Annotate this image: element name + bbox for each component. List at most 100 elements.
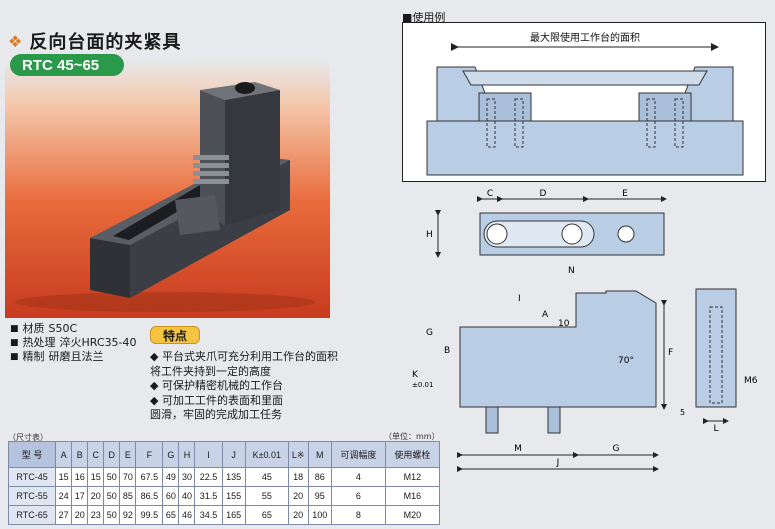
table-cell: 65 bbox=[244, 505, 289, 525]
dim-l-label: L bbox=[713, 424, 718, 434]
column-header: J bbox=[221, 441, 246, 468]
table-cell: 34.5 bbox=[194, 505, 223, 525]
table-cell: 22.5 bbox=[194, 467, 223, 487]
feature-line: 圆滑，牢固的完成加工任务 bbox=[150, 408, 282, 421]
dim-f-label: F bbox=[668, 348, 673, 358]
bullet-icon: ■ bbox=[10, 352, 19, 362]
material-specs: ■ 材质 S50C ■ 热处理 淬火HRC35-40 ■ 精制 研磨且法兰 bbox=[10, 322, 137, 364]
table-cell: 60 bbox=[162, 486, 180, 506]
dim-j-label: J bbox=[556, 458, 560, 468]
table-cell: 6 bbox=[330, 486, 386, 506]
table-cell: 95 bbox=[307, 486, 332, 506]
product-photo bbox=[5, 60, 330, 318]
dim-h-label: H bbox=[426, 230, 433, 240]
table-cell: 20 bbox=[71, 505, 89, 525]
model-cell: RTC-45 bbox=[7, 467, 57, 487]
table-cell: 15 bbox=[87, 467, 105, 487]
table-cell: 24 bbox=[55, 486, 73, 506]
end-view-body bbox=[695, 288, 737, 408]
angle-label: 70° bbox=[618, 356, 634, 366]
table-cell: 165 bbox=[221, 505, 246, 525]
model-cell: RTC-55 bbox=[7, 486, 57, 506]
table-cell: 40 bbox=[178, 486, 196, 506]
dim-d-label: D bbox=[540, 189, 547, 199]
table-cell: 20 bbox=[87, 486, 105, 506]
table-cell: 55 bbox=[244, 486, 289, 506]
table-cell: 50 bbox=[103, 505, 121, 525]
spec-row: ■ 材质 S50C bbox=[10, 322, 137, 336]
page-title: ❖ 反向台面的夹紧具 bbox=[8, 28, 181, 54]
feature-line: ◆ 可保护精密机械的工作台 bbox=[150, 379, 283, 392]
dim-b-label: B bbox=[444, 346, 450, 356]
table-cell: 20 bbox=[287, 505, 309, 525]
column-header: B bbox=[71, 441, 89, 468]
table-cell: 86.5 bbox=[135, 486, 164, 506]
table-cell: 100 bbox=[307, 505, 332, 525]
machine-table bbox=[426, 120, 744, 176]
dimension-table: 型 号 A B C D E F G H I J K±0.01 L※ M 可调幅度… bbox=[7, 441, 441, 525]
column-header: E bbox=[119, 441, 137, 468]
column-header: K±0.01 bbox=[244, 441, 289, 468]
column-header: A bbox=[55, 441, 73, 468]
table-cell: 30 bbox=[178, 467, 196, 487]
table-cell: 85 bbox=[119, 486, 137, 506]
spec-label: 热处理 bbox=[22, 336, 56, 349]
dim-i-label: I bbox=[518, 294, 521, 304]
column-header: D bbox=[103, 441, 121, 468]
table-cell: 46 bbox=[178, 505, 196, 525]
dim-c-label: C bbox=[487, 189, 493, 199]
table-cell: 45 bbox=[244, 467, 289, 487]
dim-e-label: E bbox=[622, 189, 628, 199]
table-cell: 135 bbox=[221, 467, 246, 487]
spec-label: 精制 bbox=[22, 350, 45, 363]
clamp-illustration bbox=[15, 82, 315, 312]
features-heading: 特点 bbox=[150, 326, 200, 344]
technical-drawing: C D E H N I A 10 G B K ±0.01 70° F M G J bbox=[412, 189, 758, 472]
model-badge: RTC 45~65 bbox=[10, 54, 124, 76]
column-header: 可调幅度 bbox=[330, 441, 386, 468]
table-cell: 155 bbox=[221, 486, 246, 506]
column-header: H bbox=[178, 441, 196, 468]
spec-row: ■ 精制 研磨且法兰 bbox=[10, 350, 137, 364]
usage-example-diagram: 最大限使用工作台的面积 bbox=[402, 22, 766, 182]
table-header-row: 型 号 A B C D E F G H I J K±0.01 L※ M 可调幅度… bbox=[7, 441, 441, 468]
column-header: L※ bbox=[287, 441, 309, 468]
table-cell: 50 bbox=[103, 467, 121, 487]
diamond-bullet-icon: ❖ bbox=[8, 31, 24, 51]
usage-example-label: ■使用例 bbox=[402, 11, 446, 24]
dim-g2-label: G bbox=[613, 444, 620, 454]
title-text: 反向台面的夹紧具 bbox=[29, 32, 182, 53]
column-header: M bbox=[307, 441, 332, 468]
column-header: C bbox=[87, 441, 105, 468]
table-cell: 4 bbox=[330, 467, 386, 487]
column-header: I bbox=[194, 441, 223, 468]
dim-g-label: G bbox=[426, 328, 433, 338]
table-cell: 86 bbox=[307, 467, 332, 487]
table-cell: 99.5 bbox=[135, 505, 164, 525]
spec-label: 材质 bbox=[22, 322, 45, 335]
spec-value: S50C bbox=[48, 322, 78, 335]
table-cell: 15 bbox=[55, 467, 73, 487]
usage-illustration: 最大限使用工作台的面积 bbox=[426, 31, 744, 176]
table-cell: 18 bbox=[287, 467, 309, 487]
table-cell: 49 bbox=[162, 467, 180, 487]
dim-m-label: M bbox=[514, 444, 522, 454]
workpiece bbox=[462, 70, 708, 86]
spec-value: 淬火HRC35-40 bbox=[59, 336, 137, 349]
dim-10-label: 10 bbox=[558, 319, 570, 329]
table-cell: 67.5 bbox=[135, 467, 164, 487]
spec-row: ■ 热处理 淬火HRC35-40 bbox=[10, 336, 137, 350]
feature-line: ◆ 平台式夹爪可充分利用工作台的面积 bbox=[150, 350, 338, 363]
column-header: 型 号 bbox=[7, 441, 57, 468]
dim-k-tolerance: ±0.01 bbox=[412, 381, 433, 389]
table-cell: 65 bbox=[162, 505, 180, 525]
feature-line: 将工件夹持到一定的高度 bbox=[150, 364, 271, 378]
top-view: C D E H bbox=[426, 189, 667, 258]
table-cell: 8 bbox=[330, 505, 386, 525]
usage-arrow-text: 最大限使用工作台的面积 bbox=[530, 31, 640, 44]
column-header: F bbox=[135, 441, 164, 468]
unit-label: （单位：mm） bbox=[384, 432, 440, 441]
table-cell: M20 bbox=[384, 505, 441, 525]
